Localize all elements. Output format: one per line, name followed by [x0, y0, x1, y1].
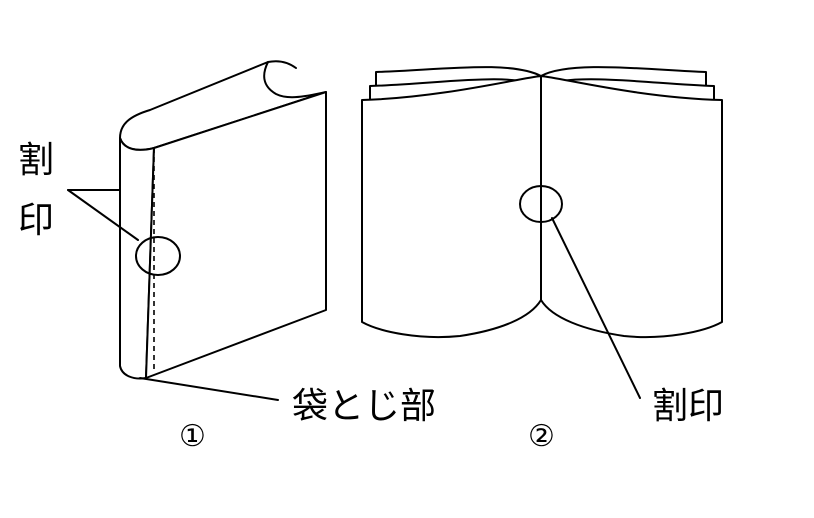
fukuro-leader: [139, 377, 279, 401]
label-fukuro-toji: 袋とじ部: [292, 386, 436, 427]
label-figure-1: ①: [179, 419, 206, 454]
label-stamp-right: 割印: [652, 386, 724, 427]
stamp-leader-lower: [67, 189, 139, 241]
label-figure-2: ②: [528, 419, 555, 454]
closed-book-front: [145, 91, 327, 379]
open-book-right-page: [540, 75, 723, 339]
stamp-circle-1: [135, 236, 181, 276]
open-book-figure: [361, 66, 723, 339]
closed-book-figure: [119, 60, 327, 380]
open-book-left-page: [361, 75, 542, 339]
label-stamp-char2: 印: [18, 200, 54, 241]
label-stamp-char1: 割: [18, 140, 54, 181]
stamp-leader-right: [551, 217, 641, 399]
stamp-circle-2: [519, 185, 563, 223]
